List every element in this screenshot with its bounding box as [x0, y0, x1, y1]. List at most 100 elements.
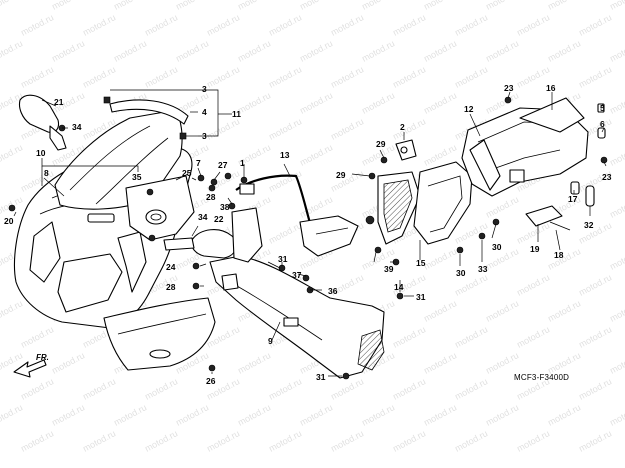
callout: 23	[602, 172, 612, 182]
watermark-text: motod.ru	[422, 90, 458, 116]
watermark-text: motod.ru	[205, 116, 241, 142]
callout: 12	[464, 104, 474, 114]
callout: 16	[546, 83, 556, 93]
watermark-text: motod.ru	[422, 0, 458, 12]
watermark-text: motod.ru	[267, 64, 303, 90]
watermark-text: motod.ru	[577, 324, 613, 350]
watermark-text: motod.ru	[19, 428, 55, 454]
watermark-text: motod.ru	[608, 194, 625, 220]
small-parts-right	[525, 103, 606, 231]
watermark-text: motod.ru	[608, 90, 625, 116]
callout: 9	[268, 336, 273, 346]
callout: 37	[292, 270, 302, 280]
watermark-text: motod.ru	[546, 298, 582, 324]
watermark-text: motod.ru	[174, 402, 210, 428]
callout: 3	[202, 84, 207, 94]
watermark-text: motod.ru	[50, 402, 86, 428]
watermark-text: motod.ru	[360, 38, 396, 64]
watermark-text: motod.ru	[112, 402, 148, 428]
watermark-text: motod.ru	[174, 0, 210, 12]
watermark-text: motod.ru	[236, 350, 272, 376]
callout: 19	[530, 244, 540, 254]
front-direction-arrow: FR.	[13, 353, 49, 378]
watermark-text: motod.ru	[19, 324, 55, 350]
callout: 28	[206, 192, 216, 202]
callout: 14	[394, 282, 404, 292]
watermark-text: motod.ru	[453, 220, 489, 246]
watermark-text: motod.ru	[546, 0, 582, 12]
watermark-text: motod.ru	[329, 116, 365, 142]
mirror-right	[163, 229, 237, 259]
inner-lower-cowl	[209, 255, 385, 379]
callout: 25	[182, 168, 192, 178]
watermark-text: motod.ru	[50, 38, 86, 64]
callout: 7	[196, 158, 201, 168]
inner-panel	[231, 207, 263, 263]
watermark-text: motod.ru	[422, 298, 458, 324]
callout: 11	[232, 109, 241, 119]
watermark-text: motod.ru	[453, 376, 489, 402]
watermark-text: motod.ru	[0, 298, 24, 324]
callout: 20	[4, 216, 14, 226]
watermark-text: motod.ru	[546, 350, 582, 376]
watermark-text: motod.ru	[608, 38, 625, 64]
watermark-text: motod.ru	[391, 64, 427, 90]
mirror-left	[18, 94, 67, 151]
fasteners	[8, 96, 608, 380]
leader-lines	[13, 89, 607, 377]
watermark-text: motod.ru	[81, 12, 117, 38]
watermark-text: motod.ru	[329, 64, 365, 90]
callout: 32	[584, 220, 594, 230]
watermark-text: motod.ru	[81, 64, 117, 90]
watermark-text: motod.ru	[329, 428, 365, 454]
callout: 22	[214, 214, 224, 224]
callout: 27	[218, 160, 228, 170]
callout: 10	[36, 148, 46, 158]
watermark-text: motod.ru	[577, 64, 613, 90]
callout: 33	[478, 264, 488, 274]
watermark-text: motod.ru	[0, 0, 24, 12]
watermark-text: motod.ru	[608, 246, 625, 272]
callout: 35	[132, 172, 142, 182]
watermark-text: motod.ru	[236, 90, 272, 116]
watermark-text: motod.ru	[298, 0, 334, 12]
watermark-text: motod.ru	[422, 246, 458, 272]
watermark-text: motod.ru	[608, 0, 625, 12]
watermark-text: motod.ru	[391, 116, 427, 142]
watermark-text: motod.ru	[484, 0, 520, 12]
watermark-text: motod.ru	[143, 12, 179, 38]
watermark-text: motod.ru	[453, 12, 489, 38]
watermark-text: motod.ru	[50, 0, 86, 12]
watermark-text: motod.ru	[174, 38, 210, 64]
watermark-text: motod.ru	[360, 90, 396, 116]
watermark-text: motod.ru	[0, 38, 24, 64]
watermark-text: motod.ru	[267, 428, 303, 454]
watermark-text: motod.ru	[298, 38, 334, 64]
watermark-text: motod.ru	[329, 376, 365, 402]
watermark-text: motod.ru	[112, 0, 148, 12]
watermark-text: motod.ru	[360, 402, 396, 428]
callout: 30	[492, 242, 502, 252]
watermark-text: motod.ru	[546, 246, 582, 272]
callout: 21	[54, 97, 64, 107]
watermark-text: motod.ru	[453, 64, 489, 90]
watermark-text: motod.ru	[484, 38, 520, 64]
watermark-text: motod.ru	[50, 350, 86, 376]
callout: 5	[600, 103, 605, 113]
watermark-text: motod.ru	[267, 220, 303, 246]
watermark-text: motod.ru	[515, 220, 551, 246]
watermark-text: motod.ru	[81, 376, 117, 402]
callout: 15	[416, 258, 426, 268]
watermark-text: motod.ru	[112, 38, 148, 64]
watermark-text: motod.ru	[143, 428, 179, 454]
watermark-text: motod.ru	[577, 12, 613, 38]
watermark-text: motod.ru	[267, 12, 303, 38]
callout: 38	[220, 202, 230, 212]
watermark-text: motod.ru	[608, 350, 625, 376]
callout: 18	[554, 250, 564, 260]
watermark-text: motod.ru	[298, 142, 334, 168]
watermark-text: motod.ru	[484, 350, 520, 376]
watermark-text: motod.ru	[360, 0, 396, 12]
watermark-text: motod.ru	[81, 428, 117, 454]
